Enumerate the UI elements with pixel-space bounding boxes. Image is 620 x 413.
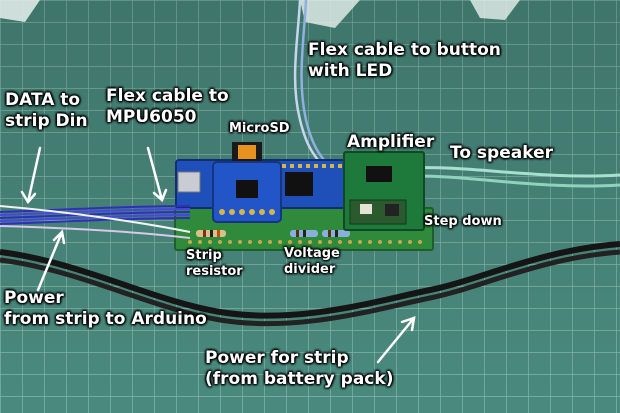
button-flex-cable: [300, 0, 325, 161]
label-line: (from battery pack): [205, 369, 394, 390]
power-wire: [0, 225, 191, 239]
amplifier-chip: [366, 166, 392, 182]
label-power-from-strip: Power from strip to Arduino: [4, 288, 207, 331]
label-line: Flex cable to: [106, 86, 229, 106]
label-amplifier: Amplifier: [347, 132, 435, 152]
pcb-holes: [188, 240, 422, 244]
label-line: MPU6050: [106, 107, 197, 128]
label-line: Voltage: [284, 246, 340, 261]
label-microsd: MicroSD: [229, 121, 290, 136]
label-line: strip Din: [5, 111, 88, 132]
label-voltage-divider: Voltage divider: [284, 246, 340, 279]
label-line: resistor: [186, 264, 243, 280]
mat-marking: [300, 0, 360, 28]
label-line: Strip: [186, 248, 222, 263]
label-to-speaker: To speaker: [450, 143, 553, 163]
label-flex-button: Flex cable to button with LED: [308, 40, 501, 83]
label-line: Power for strip: [205, 348, 349, 368]
label-line: Flex cable to button: [308, 40, 501, 60]
label-line: Power: [4, 288, 64, 308]
strip-resistor-part: [196, 230, 226, 237]
mat-marking: [470, 0, 520, 20]
button-flex-cable: [293, 0, 319, 161]
voltage-divider-part: [290, 230, 350, 237]
label-line: from strip to Arduino: [4, 309, 207, 330]
header-pins: [282, 164, 342, 168]
speaker-wire: [409, 166, 620, 178]
label-flex-mpu: Flex cable to MPU6050: [106, 86, 229, 129]
label-power-for-strip: Power for strip (from battery pack): [205, 348, 393, 391]
power-cable: [0, 241, 620, 319]
data-wire: [0, 205, 191, 233]
mpu-pins: [219, 209, 275, 215]
microcontroller-chip: [285, 172, 313, 196]
power-cable: [0, 249, 620, 327]
mpu-chip: [236, 180, 258, 198]
speaker-wire: [409, 174, 620, 188]
label-line: DATA to: [5, 90, 81, 110]
label-step-down: Step down: [424, 214, 502, 229]
label-line: with LED: [308, 61, 393, 82]
label-line: divider: [284, 262, 336, 278]
label-data-to-strip: DATA to strip Din: [5, 90, 88, 133]
usb-port: [177, 171, 201, 193]
annotation-arrows: [20, 146, 416, 364]
label-strip-resistor: Strip resistor: [186, 248, 243, 281]
mat-marking: [0, 0, 40, 22]
